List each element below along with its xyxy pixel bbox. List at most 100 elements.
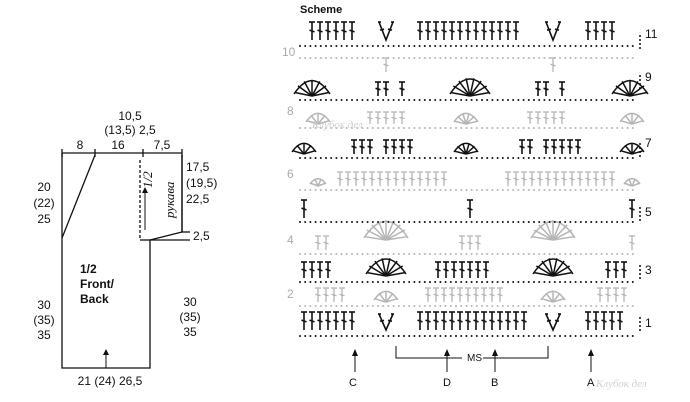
chain-dot (465, 189, 468, 191)
treble-stitch (559, 139, 565, 154)
chain-dot (465, 305, 468, 307)
chain-dot (330, 189, 333, 191)
chain-dot (413, 127, 416, 129)
chain-dot (579, 281, 582, 283)
chain-dot (403, 45, 405, 47)
chain-dot (418, 57, 421, 59)
chain-dot (527, 45, 530, 47)
chain-dot (543, 253, 546, 255)
chain-dot (559, 253, 561, 255)
chain-dot (595, 45, 598, 47)
chain-dot (319, 57, 322, 59)
chain-dot (408, 189, 411, 191)
chain-dot (356, 305, 359, 307)
treble-stitch (543, 81, 549, 96)
chain-dot (429, 127, 431, 129)
chain-dot (621, 305, 624, 307)
chain-dot (600, 335, 603, 337)
chain-dot (319, 305, 322, 307)
edge-dot (639, 207, 641, 209)
chain-dot (533, 157, 535, 159)
treble-stitch (417, 171, 423, 186)
chain-dot (387, 45, 390, 47)
treble-stitch (317, 21, 323, 40)
fan-stitch (532, 258, 574, 277)
chain-dot (470, 157, 473, 159)
chain-dot (392, 57, 395, 59)
chain-dot (507, 189, 509, 191)
chain-dot (522, 45, 525, 47)
lower-left-1: 30 (37, 298, 51, 312)
chain-dot (590, 305, 593, 307)
chain-dot (325, 57, 327, 59)
chain-dot (429, 281, 431, 283)
chain-dot (631, 281, 634, 283)
chain-dot (392, 253, 395, 255)
chain-dot (475, 335, 478, 337)
chain-dot (340, 335, 343, 337)
chain-dot (564, 99, 567, 101)
chain-dot (319, 335, 322, 337)
chain-dot (631, 335, 634, 337)
chain-dot (585, 189, 587, 191)
chain-dot (590, 281, 593, 283)
treble-stitch (467, 235, 473, 250)
chain-dot (522, 221, 525, 223)
chain-dot (361, 99, 364, 101)
chain-dot (340, 305, 343, 307)
chain-dot (439, 157, 442, 159)
chain-dot (418, 127, 421, 129)
chain-dot (611, 99, 613, 101)
treble-stitch (309, 311, 315, 330)
chain-dot (444, 335, 447, 337)
chain-dot (345, 221, 348, 223)
chain-dot (486, 305, 489, 307)
chain-dot (356, 45, 359, 47)
treble-stitch (601, 21, 607, 40)
chain-dot (481, 253, 483, 255)
chain-dot (403, 189, 405, 191)
chain-dot (491, 335, 494, 337)
treble-stitch (391, 111, 397, 124)
chain-dot (512, 127, 515, 129)
chain-dot (512, 57, 515, 59)
treble-stitch (433, 287, 439, 302)
chain-dot (304, 99, 307, 101)
chain-dot (574, 45, 577, 47)
chain-dot (564, 57, 567, 59)
chain-dot (470, 57, 473, 59)
treble-stitch (317, 261, 323, 278)
chain-dot (491, 127, 494, 129)
chain-dot (319, 189, 322, 191)
chain-dot (517, 127, 520, 129)
chain-dot (522, 253, 525, 255)
chain-dot (403, 157, 405, 159)
chain-dot (585, 127, 587, 129)
chain-dot (340, 157, 343, 159)
chain-dot (501, 189, 504, 191)
chain-dot (481, 45, 483, 47)
treble-stitch (353, 171, 359, 186)
edge-dot (639, 211, 641, 213)
chain-dot (423, 281, 426, 283)
chain-dot (486, 221, 489, 223)
chain-dot (460, 45, 463, 47)
chain-dot (397, 157, 400, 159)
chain-dot (611, 253, 613, 255)
chain-dot (559, 99, 561, 101)
chain-dot (361, 281, 364, 283)
chain-dot (413, 221, 416, 223)
chain-dot (455, 335, 457, 337)
chain-dot (361, 253, 364, 255)
chain-dot (605, 157, 608, 159)
chain-dot (611, 157, 613, 159)
marker-a-arrow-head (588, 349, 594, 356)
chain-dot (616, 335, 619, 337)
chain-dot (564, 305, 567, 307)
treble-stitch (513, 171, 519, 186)
piece-label-3: Back (80, 292, 109, 306)
chain-dot (527, 127, 530, 129)
chain-dot (475, 57, 478, 59)
chain-dot (371, 157, 374, 159)
chain-dot (439, 99, 442, 101)
